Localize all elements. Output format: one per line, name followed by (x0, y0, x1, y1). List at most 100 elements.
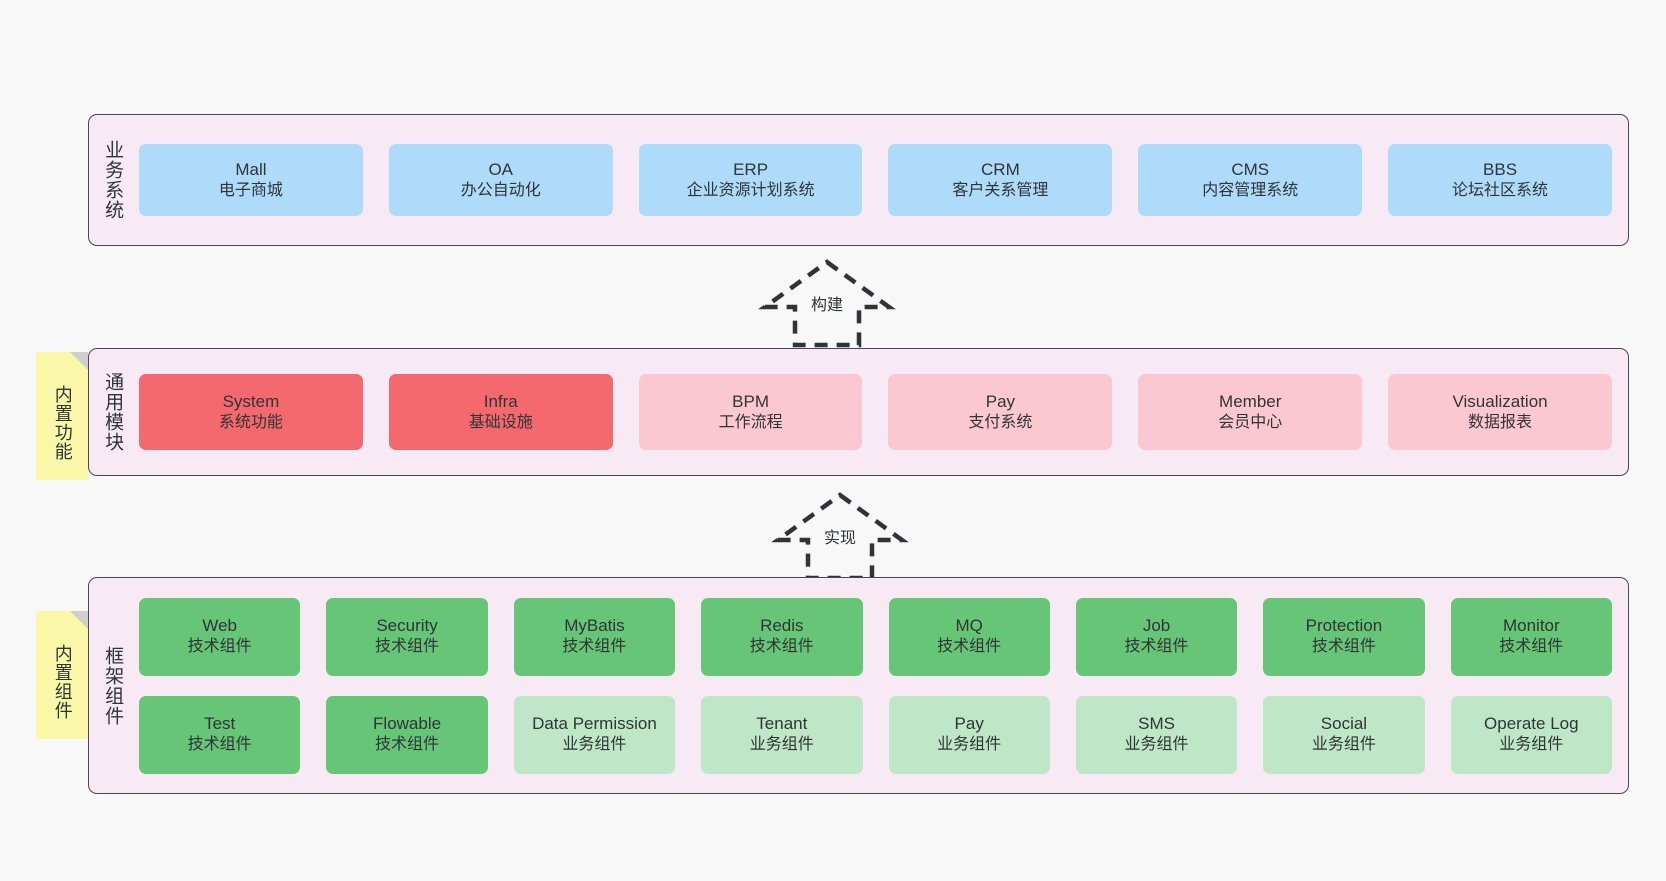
card-title: OA (488, 159, 514, 179)
card-job[interactable]: Job 技术组件 (1075, 597, 1238, 676)
arrow-label-build: 构建 (810, 297, 844, 314)
card-subtitle: 数据报表 (1468, 413, 1533, 431)
card-tenant[interactable]: Tenant 业务组件 (701, 695, 863, 774)
card-title: Infra (483, 391, 518, 411)
layer-title-framework: 框架组件 (102, 645, 124, 726)
card-subtitle: 技术组件 (937, 638, 1002, 656)
arrow-label-implement: 实现 (823, 530, 857, 547)
card-pay-module[interactable]: Pay 支付系统 (888, 374, 1113, 450)
card-title: MyBatis (564, 616, 625, 636)
card-erp[interactable]: ERP 企业资源计划系统 (638, 144, 863, 216)
card-title: System (222, 391, 280, 411)
card-subtitle: 业务组件 (1499, 736, 1564, 754)
card-title: ERP (733, 159, 769, 179)
layer-common-modules: 通用模块 System 系统功能 Infra 基础设施 BPM 工作流程 Pay… (88, 348, 1629, 476)
card-title: Security (376, 616, 438, 636)
card-title: Redis (760, 616, 804, 636)
card-title: Tenant (756, 714, 808, 734)
folded-corner-icon (70, 611, 88, 629)
card-test[interactable]: Test 技术组件 (139, 695, 301, 774)
card-bpm[interactable]: BPM 工作流程 (638, 374, 863, 450)
card-subtitle: 电子商城 (218, 181, 283, 199)
card-title: Visualization (1452, 391, 1548, 411)
card-title: Member (1219, 391, 1282, 411)
card-web[interactable]: Web 技术组件 (139, 597, 301, 676)
card-title: CMS (1231, 159, 1270, 179)
sticky-note-builtin-features: 内置功能 (36, 352, 88, 480)
layer-body-framework: Web 技术组件 Security 技术组件 MyBatis 技术组件 Redi… (135, 578, 1628, 793)
card-mq[interactable]: MQ 技术组件 (888, 597, 1050, 676)
card-title: Pay (954, 714, 984, 734)
card-title: CRM (981, 159, 1020, 179)
card-title: Protection (1305, 616, 1383, 636)
layer-business-system: 业务系统 Mall 电子商城 OA 办公自动化 ERP 企业资源计划系统 CRM… (88, 114, 1629, 246)
card-subtitle: 客户关系管理 (952, 181, 1049, 199)
card-title: Job (1142, 616, 1171, 636)
card-row: System 系统功能 Infra 基础设施 BPM 工作流程 Pay 支付系统… (139, 374, 1612, 450)
card-operate-log[interactable]: Operate Log 业务组件 (1450, 695, 1612, 774)
arrow-implement: 实现 (765, 488, 915, 583)
card-subtitle: 业务组件 (562, 736, 627, 754)
card-subtitle: 业务组件 (749, 736, 814, 754)
arrow-build: 构建 (752, 255, 902, 350)
card-redis[interactable]: Redis 技术组件 (701, 597, 863, 676)
card-flowable[interactable]: Flowable 技术组件 (326, 695, 488, 774)
card-subtitle: 技术组件 (1124, 638, 1189, 656)
card-subtitle: 业务组件 (1311, 736, 1376, 754)
card-monitor[interactable]: Monitor 技术组件 (1450, 597, 1612, 676)
card-cms[interactable]: CMS 内容管理系统 (1138, 144, 1363, 216)
card-bbs[interactable]: BBS 论坛社区系统 (1388, 144, 1612, 216)
card-subtitle: 业务组件 (1124, 736, 1189, 754)
card-subtitle: 内容管理系统 (1202, 181, 1299, 199)
card-sms[interactable]: SMS 业务组件 (1075, 695, 1238, 774)
card-infra[interactable]: Infra 基础设施 (388, 374, 613, 450)
card-subtitle: 业务组件 (937, 736, 1002, 754)
card-title: BPM (732, 391, 769, 411)
sticky-note-label: 内置组件 (52, 644, 73, 720)
card-subtitle: 企业资源计划系统 (686, 181, 815, 199)
card-subtitle: 技术组件 (1311, 638, 1376, 656)
card-subtitle: 系统功能 (218, 413, 283, 431)
card-security[interactable]: Security 技术组件 (326, 597, 488, 676)
card-subtitle: 支付系统 (968, 413, 1033, 431)
card-social[interactable]: Social 业务组件 (1263, 695, 1425, 774)
card-subtitle: 论坛社区系统 (1452, 181, 1549, 199)
card-subtitle: 技术组件 (562, 638, 627, 656)
sticky-note-builtin-components: 内置组件 (36, 611, 88, 739)
layer-framework-components: 框架组件 Web 技术组件 Security 技术组件 MyBatis 技术组件… (88, 577, 1629, 794)
card-title: Operate Log (1484, 714, 1579, 734)
card-title: Social (1320, 714, 1368, 734)
card-title: SMS (1138, 714, 1175, 734)
card-subtitle: 办公自动化 (460, 181, 541, 199)
card-subtitle: 技术组件 (375, 736, 440, 754)
card-system[interactable]: System 系统功能 (139, 374, 363, 450)
card-title: MQ (955, 616, 983, 636)
card-subtitle: 技术组件 (187, 638, 252, 656)
card-protection[interactable]: Protection 技术组件 (1263, 597, 1425, 676)
card-mall[interactable]: Mall 电子商城 (139, 144, 363, 216)
sticky-note-label: 内置功能 (52, 385, 73, 461)
card-member[interactable]: Member 会员中心 (1138, 374, 1363, 450)
card-row: Mall 电子商城 OA 办公自动化 ERP 企业资源计划系统 CRM 客户关系… (139, 144, 1612, 216)
card-subtitle: 技术组件 (375, 638, 440, 656)
card-title: Flowable (373, 714, 442, 734)
card-mybatis[interactable]: MyBatis 技术组件 (513, 597, 676, 676)
card-pay-component[interactable]: Pay 业务组件 (888, 695, 1050, 774)
card-visualization[interactable]: Visualization 数据报表 (1388, 374, 1612, 450)
card-title: Pay (985, 391, 1016, 411)
card-title: Monitor (1502, 616, 1560, 636)
layer-title-common: 通用模块 (102, 372, 124, 452)
card-data-permission[interactable]: Data Permission 业务组件 (513, 695, 676, 774)
card-oa[interactable]: OA 办公自动化 (388, 144, 613, 216)
card-subtitle: 技术组件 (1499, 638, 1564, 656)
card-subtitle: 工作流程 (718, 413, 783, 431)
card-subtitle: 基础设施 (468, 413, 533, 431)
layer-body-business: Mall 电子商城 OA 办公自动化 ERP 企业资源计划系统 CRM 客户关系… (135, 115, 1628, 245)
dashed-up-arrow-icon (758, 259, 896, 348)
card-crm[interactable]: CRM 客户关系管理 (888, 144, 1113, 216)
card-row: Web 技术组件 Security 技术组件 MyBatis 技术组件 Redi… (139, 597, 1612, 676)
layer-body-common: System 系统功能 Infra 基础设施 BPM 工作流程 Pay 支付系统… (135, 349, 1628, 475)
card-row: Test 技术组件 Flowable 技术组件 Data Permission … (139, 695, 1612, 774)
card-title: Web (202, 616, 238, 636)
